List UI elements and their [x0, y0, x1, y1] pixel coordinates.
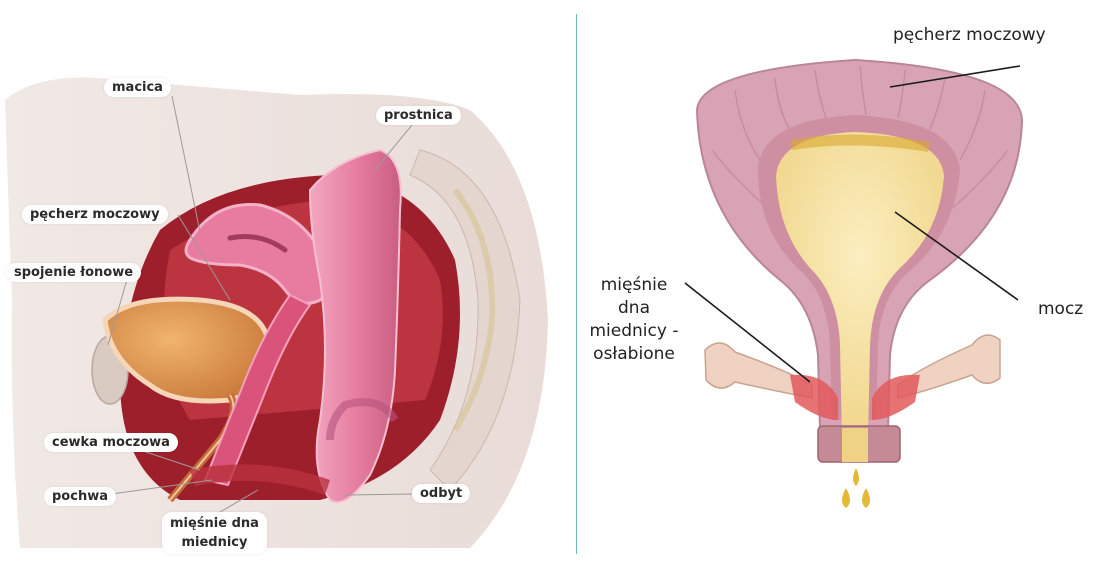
label-cewka-moczowa: cewka moczowa — [44, 433, 178, 452]
label-miesnie-line-1: mięśnie dna — [170, 514, 259, 533]
label-oslabione-line-4: osłabione — [586, 343, 682, 366]
label-miesnie-line-2: miednicy — [170, 533, 259, 552]
label-pecherz-moczowy-right: pęcherz moczowy — [893, 24, 1046, 47]
label-miesnie-dna-miednicy: mięśnie dna miednicy — [162, 512, 267, 554]
label-spojenie-lonowe: spojenie łonowe — [6, 263, 141, 282]
label-oslabione-line-1: mięśnie — [586, 274, 682, 297]
panel-divider — [576, 14, 577, 554]
label-pecherz-moczowy-left: pęcherz moczowy — [22, 205, 168, 224]
label-miesnie-oslabione: mięśnie dna miednicy - osłabione — [586, 274, 682, 366]
label-oslabione-line-3: miednicy - — [586, 320, 682, 343]
label-macica: macica — [104, 78, 171, 97]
label-mocz: mocz — [1038, 298, 1083, 321]
urine-drops — [842, 468, 870, 508]
urethra-opening — [842, 428, 868, 462]
label-odbyt: odbyt — [412, 484, 470, 503]
label-oslabione-line-2: dna — [586, 297, 682, 320]
label-pochwa: pochwa — [44, 487, 116, 506]
label-prostnica: prostnica — [376, 106, 461, 125]
